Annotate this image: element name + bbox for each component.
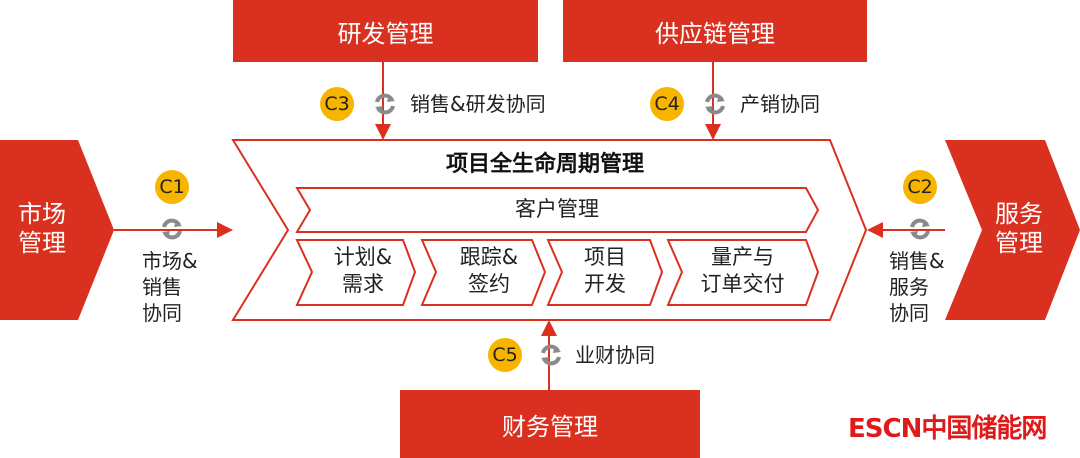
c1-label: 市场&销售协同 — [142, 249, 198, 325]
service-chevron — [945, 140, 1080, 320]
stage-shape — [295, 239, 417, 306]
supply-chain-management-box: 供应链管理 — [563, 0, 867, 62]
badge-c4: C4 — [650, 87, 684, 121]
c2-label: 销售&服务协同 — [889, 249, 945, 325]
finance-management-box: 财务管理 — [400, 390, 700, 458]
rd-management-box: 研发管理 — [233, 0, 538, 62]
stage-production-delivery: 量产与订单交付 — [700, 245, 785, 297]
sync-icon — [705, 93, 725, 115]
stage-plan-demand: 计划&需求 — [333, 245, 393, 297]
c5-label: 业财协同 — [575, 343, 655, 367]
sync-icon — [375, 93, 395, 115]
badge-c2: C2 — [903, 170, 937, 204]
badge-c5: C5 — [488, 338, 522, 372]
escn-logo: ESCN中国储能网 — [848, 414, 1047, 444]
sync-icon — [910, 218, 930, 240]
sync-icon — [162, 218, 182, 240]
market-management-label: 市场管理管理 — [18, 200, 66, 257]
service-management-label: 服务管理 — [995, 200, 1043, 257]
c4-label: 产销协同 — [740, 92, 820, 116]
market-chevron — [0, 140, 114, 320]
customer-bar-outline — [295, 187, 820, 233]
customer-management-label: 客户管理 — [515, 197, 599, 221]
stage-project-dev: 项目开发 — [584, 245, 626, 297]
c3-label: 销售&研发协同 — [410, 92, 546, 116]
stage-track-sign: 跟踪&签约 — [459, 245, 519, 297]
stage-shape — [546, 239, 664, 306]
badge-c3: C3 — [320, 87, 354, 121]
badge-c1: C1 — [155, 170, 189, 204]
stage-shape — [666, 239, 820, 306]
sync-icon — [541, 344, 561, 366]
lifecycle-title: 项目全生命周期管理 — [445, 152, 644, 177]
stage-shape — [420, 239, 547, 306]
